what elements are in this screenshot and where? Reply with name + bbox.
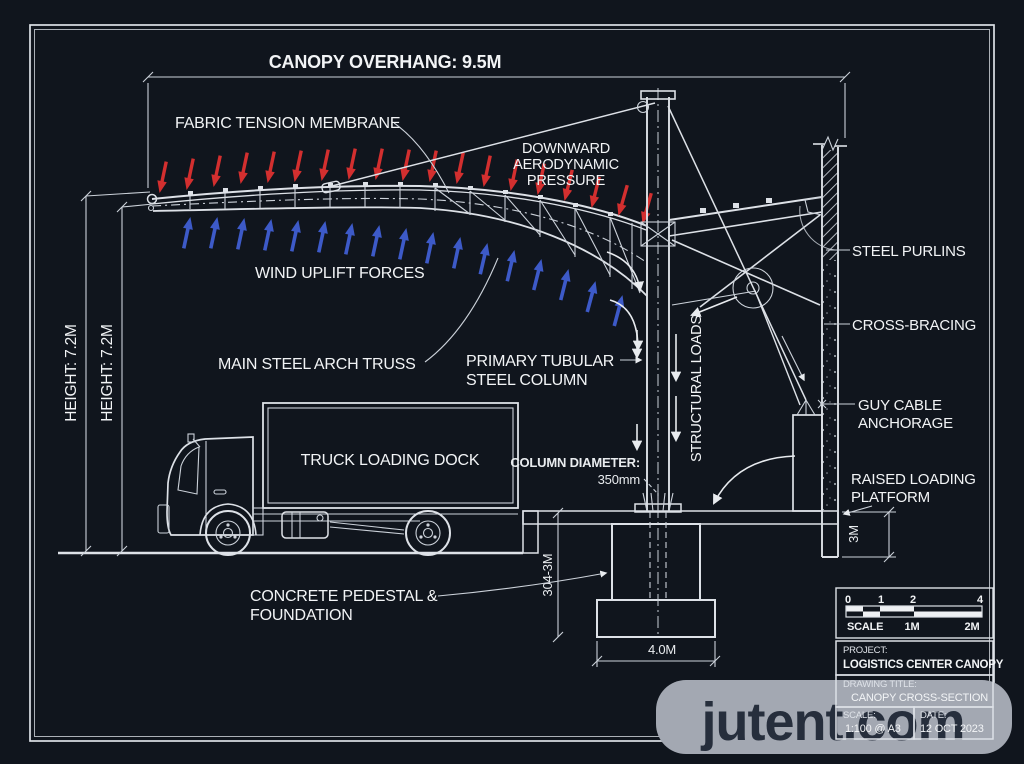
joint-detail-circle	[732, 267, 774, 309]
wind-uplift-label: WIND UPLIFT FORCES	[255, 265, 424, 282]
date-cell-label: DATE:	[920, 710, 946, 721]
guy-anchorage-label-1: GUY CABLE	[858, 397, 942, 414]
column-diameter-value: 350mm	[598, 472, 640, 487]
scale-label: SCALE	[847, 621, 883, 633]
structural-loads-label: STRUCTURAL LOADS	[689, 315, 705, 462]
scale-tick-2: 2	[910, 594, 916, 606]
canopy-tip-roll	[146, 193, 158, 205]
concrete-foundation	[596, 523, 716, 638]
project-label: PROJECT:	[843, 645, 887, 656]
truck-rear-wheel	[405, 510, 451, 556]
cross-bracing-label: CROSS-BRACING	[852, 317, 976, 334]
wall-break-symbol	[821, 135, 839, 152]
dim-canopy-overhang: CANOPY OVERHANG: 9.5M	[142, 52, 851, 188]
scale-2m-label: 2M	[965, 621, 980, 633]
raised-platform-label-1: RAISED LOADING	[851, 471, 976, 488]
watermark-background	[656, 680, 1012, 754]
load-flow-arrows	[606, 251, 796, 505]
guy-anchorage-label-2: ANCHORAGE	[858, 415, 953, 432]
pedestal-label-2: FOUNDATION	[250, 607, 353, 624]
guy-cables	[321, 102, 807, 401]
footing-width-text: 4.0M	[648, 642, 676, 657]
scale-tick-4: 4	[977, 594, 984, 606]
canopy-arch-truss	[146, 182, 648, 297]
arch-truss-label: MAIN STEEL ARCH TRUSS	[218, 356, 416, 373]
cable-clamp	[321, 180, 341, 194]
drawing-title-label: DRAWING TITLE:	[843, 679, 917, 690]
dim-foundation-depth: 304-3M	[540, 507, 564, 643]
anchor-bolts	[642, 492, 674, 512]
truck-label: TRUCK LOADING DOCK	[301, 452, 480, 469]
raised-platform-label-2: PLATFORM	[851, 489, 930, 506]
truck-front-wheel	[205, 510, 251, 556]
scale-cell-label: SCALE:	[843, 710, 876, 721]
date-cell-value: 12 OCT 2023	[920, 723, 984, 735]
downward-pressure-label-2: AERODYNAMIC	[513, 157, 619, 173]
downward-pressure-label-3: PRESSURE	[527, 173, 606, 189]
scale-1m-label: 1M	[905, 621, 920, 633]
guy-cable-anchor-block	[792, 399, 823, 512]
dim-height-outer: HEIGHT: 7.2M	[63, 190, 151, 557]
annotations: FABRIC TENSION MEMBRANE DOWNWARD AERODYN…	[175, 115, 976, 624]
foundation-depth-text: 304-3M	[540, 554, 555, 597]
scale-cell-value: 1:100 @ A3	[845, 723, 901, 735]
truss-seat-bracket	[640, 221, 676, 247]
pedestal-label-1: CONCRETE PEDESTAL &	[250, 588, 438, 605]
purlin-ticks	[188, 182, 613, 216]
column-cap-plate	[640, 90, 676, 100]
dock-slab	[522, 510, 839, 554]
drawing-border-frame	[29, 24, 995, 742]
truck-drawing: TRUCK LOADING DOCK	[157, 402, 519, 556]
downward-pressure-label-1: DOWNWARD	[522, 141, 610, 157]
overhang-dim-text: CANOPY OVERHANG: 9.5M	[269, 52, 502, 72]
watermark: jutent.com	[656, 680, 1012, 754]
primary-steel-column	[634, 88, 682, 636]
cross-bracing-truss	[668, 196, 836, 406]
dim-platform-height: 3M	[842, 506, 896, 563]
steel-purlins-label: STEEL PURLINS	[852, 243, 966, 260]
platform-height-text: 3M	[846, 525, 861, 543]
drawing-title-value: CANOPY CROSS-SECTION	[851, 692, 988, 704]
column-diameter-label: COLUMN DIAMETER:	[510, 455, 640, 470]
scale-bar: 0 1 2 4 SCALE 1M 2M	[835, 587, 994, 639]
scale-tick-0: 0	[845, 594, 851, 606]
height-inner-text: HEIGHT: 7.2M	[99, 324, 116, 422]
watermark-text: jutent.com	[700, 692, 964, 752]
dim-footing-width: 4.0M	[591, 641, 721, 667]
scale-tick-1: 1	[878, 594, 884, 606]
dim-height-inner: HEIGHT: 7.2M	[99, 201, 154, 557]
raised-platform-wall	[813, 135, 847, 558]
title-block: PROJECT: LOGISTICS CENTER CANOPY DRAWING…	[835, 640, 1004, 740]
fabric-membrane-label: FABRIC TENSION MEMBRANE	[175, 115, 400, 132]
column-label-2: STEEL COLUMN	[466, 372, 587, 389]
column-label-1: PRIMARY TUBULAR	[466, 353, 614, 370]
height-outer-text: HEIGHT: 7.2M	[63, 324, 80, 422]
truss-web-members	[189, 187, 641, 294]
pulley-detail	[636, 100, 650, 114]
project-value: LOGISTICS CENTER CANOPY	[843, 659, 1004, 671]
